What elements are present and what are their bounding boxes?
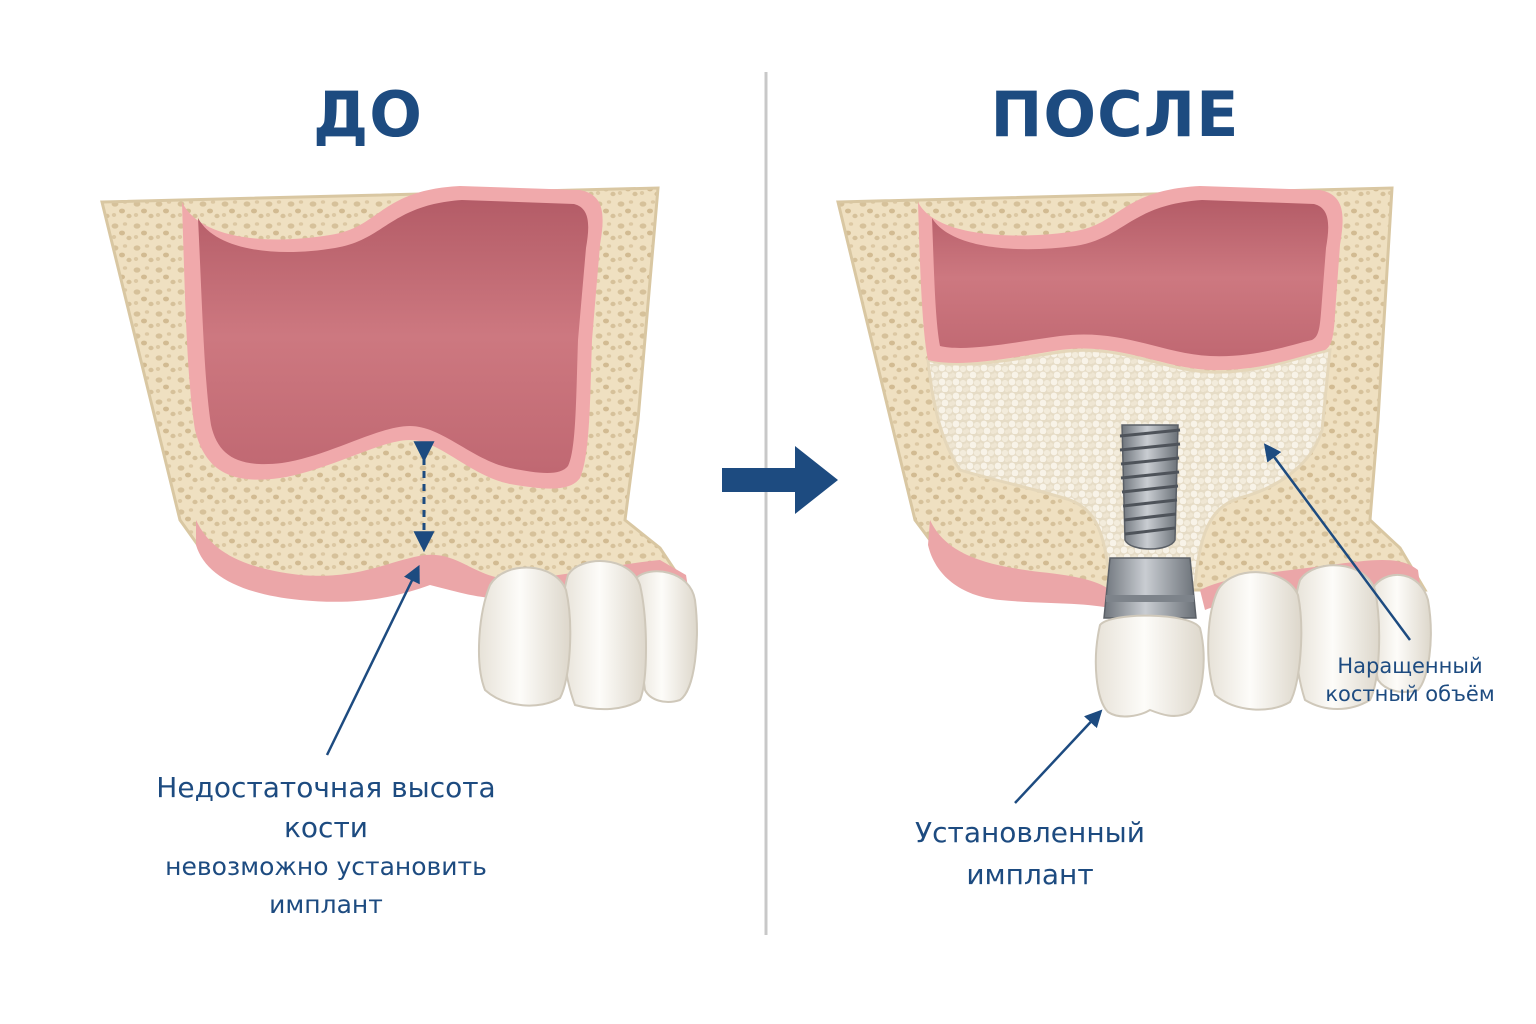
teeth-before <box>478 560 698 711</box>
gum-tissue-after <box>928 520 1110 608</box>
pointer-line-implant <box>1014 709 1103 804</box>
label-insufficient-bone: Недостаточная высота кости невозможно ус… <box>126 768 526 924</box>
sinus-cavity-after <box>932 200 1329 357</box>
label-installed-implant: Установленный имплант <box>880 812 1180 896</box>
title-after: ПОСЛЕ <box>990 78 1240 151</box>
dental-implant <box>1103 424 1197 619</box>
label-insufficient-sub: невозможно установить имплант <box>165 852 487 919</box>
title-before: ДО <box>313 78 423 151</box>
sinus-cavity <box>198 200 589 473</box>
pointer-line-insufficient <box>325 564 420 756</box>
label-augmented-text: Наращенный костный объём <box>1325 654 1495 706</box>
label-augmented-bone: Наращенный костный объём <box>1300 652 1520 708</box>
arrow-right-icon <box>722 446 838 514</box>
label-insufficient-main: Недостаточная высота кости <box>156 771 496 844</box>
label-implant-text: Установленный имплант <box>915 816 1145 891</box>
pointer-line-augmented <box>1263 443 1412 641</box>
implant-crown <box>1094 614 1205 718</box>
before-panel <box>100 186 698 756</box>
after-panel <box>836 186 1432 804</box>
